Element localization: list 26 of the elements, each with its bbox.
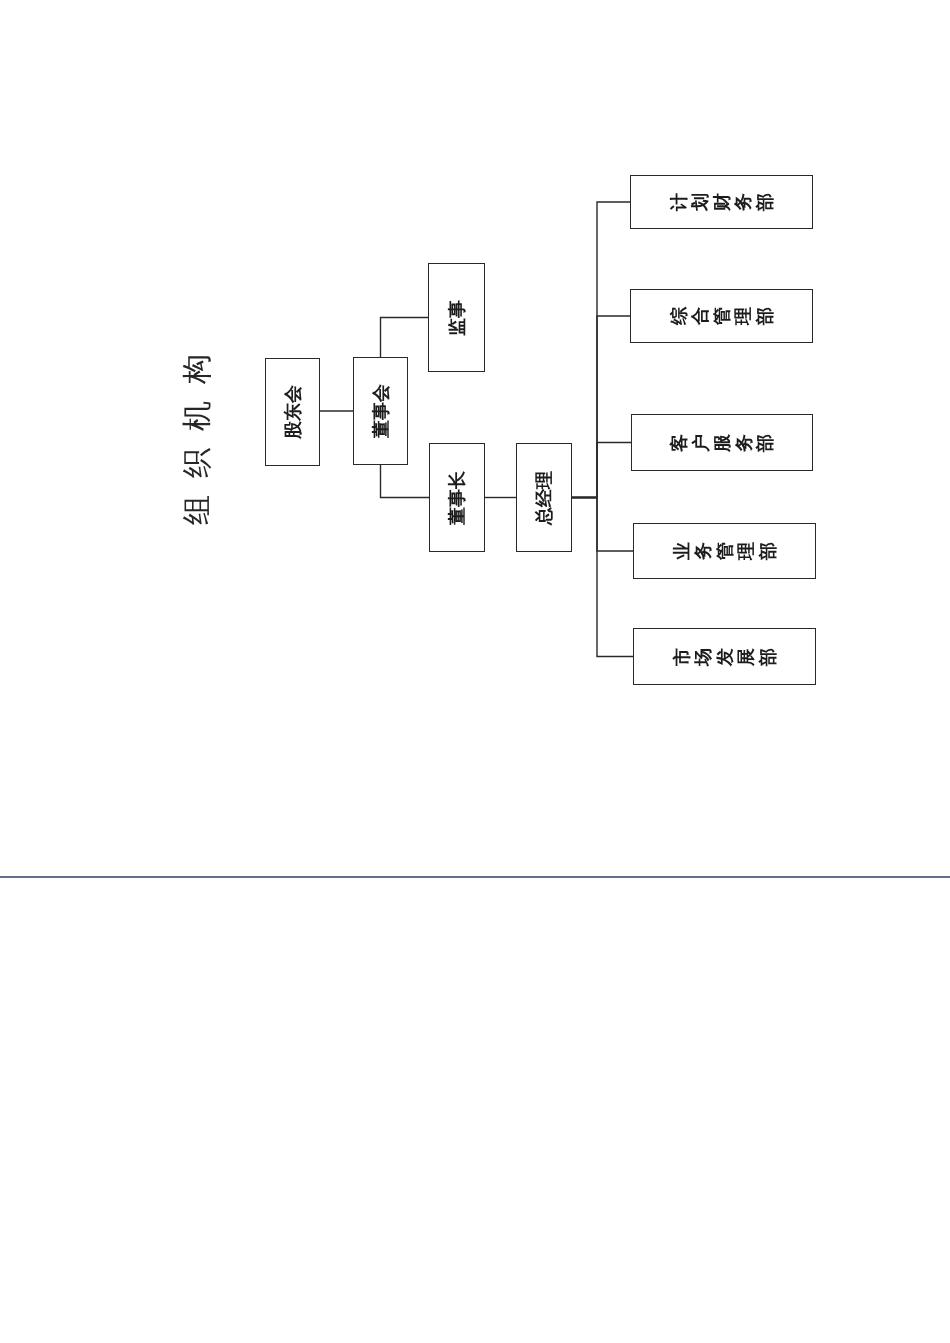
org-box	[633, 523, 816, 579]
org-label: 计划财务部	[667, 193, 776, 211]
org-label: 董事会	[370, 384, 391, 438]
org-box	[429, 443, 485, 552]
org-label: 综合管理部	[667, 307, 776, 325]
org-box	[630, 175, 813, 229]
connector-line	[319, 410, 354, 412]
connector-line	[484, 496, 517, 499]
org-label: 业务管理部	[670, 542, 779, 560]
org-label: 总经理	[534, 470, 554, 525]
org-box	[630, 289, 813, 343]
org-box	[265, 358, 320, 466]
title: 组织机构	[180, 337, 213, 525]
org-label: 董事长	[447, 470, 467, 525]
org-box	[353, 357, 408, 465]
org-box	[631, 414, 813, 471]
org-label: 客户服务部	[668, 433, 776, 452]
org-box	[633, 628, 816, 685]
connector-line	[379, 316, 429, 358]
connector-line	[379, 464, 430, 499]
org-label: 股东会	[282, 385, 303, 439]
org-label: 市场发展部	[670, 647, 779, 666]
org-box	[428, 263, 485, 372]
connector-line	[571, 201, 631, 499]
org-label: 监事	[446, 299, 467, 336]
org-box	[516, 443, 572, 552]
